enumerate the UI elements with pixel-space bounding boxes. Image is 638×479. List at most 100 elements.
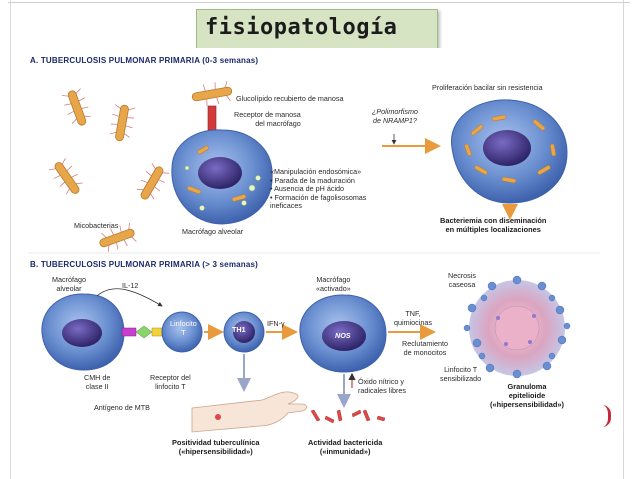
slide-title-box: fisiopatología (196, 9, 438, 49)
label-reclutamiento-line2: de monocitos (403, 347, 447, 357)
label-oxido-line1: Óxido nítrico y (358, 377, 404, 386)
label-polimorfismo-line2: de NRAMP1? (372, 115, 417, 125)
label-macrofago-b-line2: alveolar (56, 283, 82, 293)
activated-macrophage (299, 294, 387, 373)
label-reclutamiento: Reclutamiento de monocitos (402, 339, 448, 357)
label-receptor-manosa: Receptor de manosa del macrófago (234, 110, 301, 128)
label-granuloma-line2: epitelioide (508, 391, 546, 400)
label-positividad-line2: («hipersensibilidad») (178, 447, 253, 456)
slide-title: fisiopatología (205, 15, 398, 40)
label-tnf-line2: quimiocinas (394, 317, 432, 327)
label-linfocito-sens-line2: sensibilizado (440, 373, 482, 383)
section-b-prefix: B. (30, 260, 39, 269)
label-actividad-line1: Actividad bactericida (308, 438, 383, 447)
manipulation-item: • Parada de la maduración (270, 175, 355, 185)
label-necrosis-line2: caseosa (448, 279, 476, 289)
manipulation-item: «Manipulación endosómica» (270, 167, 362, 176)
label-receptor-t-line2: linfocito T (155, 381, 186, 391)
label-granuloma-line3: («hipersensibilidad») (490, 400, 564, 409)
label-macrofago-alveolar-b: Macrófago alveolar (52, 275, 86, 293)
slide-right-rule (623, 0, 624, 479)
mtb-antigen-shape (135, 325, 153, 339)
label-polimorfismo: ¿Polimorfismo de NRAMP1? (372, 107, 418, 125)
manipulation-list: «Manipulación endosómica» • Parada de la… (270, 167, 367, 211)
label-granuloma-line1: Granuloma (507, 382, 547, 391)
label-linfocito-sens-line1: Linfocito T (444, 365, 478, 374)
slide-corner-mark (602, 405, 611, 427)
tuberculin-reaction-spot (215, 414, 221, 420)
label-antigeno: Antígeno de MTB (94, 403, 150, 412)
label-receptor-line2: del macrófago (255, 118, 301, 128)
label-cmh-line1: CMH de (84, 373, 111, 382)
section-b-title: B. TUBERCULOSIS PULMONAR PRIMARIA (> 3 s… (30, 260, 258, 269)
label-nos: NOS (335, 331, 351, 340)
mycobacterium-5 (99, 222, 137, 252)
label-bacteriemia-line1: Bacteriemia con diseminación (440, 216, 547, 225)
section-a-title-text: TUBERCULOSIS PULMONAR PRIMARIA (0-3 sema… (40, 56, 259, 65)
label-oxido: Óxido nítrico y radicales libres (358, 377, 406, 395)
mycobacterium-3 (136, 163, 170, 200)
il12-arrow (96, 288, 163, 307)
label-polimorfismo-line1: ¿Polimorfismo (372, 107, 418, 116)
proliferating-macrophage (451, 99, 568, 204)
tcr-shape (151, 327, 163, 337)
label-il12: IL-12 (122, 281, 139, 290)
label-linfocito-line2: T (181, 327, 186, 337)
label-cmh: CMH de clase II (84, 373, 111, 391)
label-ifn: IFN-γ (267, 319, 285, 328)
label-granuloma: Granuloma epitelioide («hipersensibilida… (490, 382, 564, 409)
label-tnf: TNF, quimiocinas (394, 309, 432, 327)
label-proliferacion: Proliferación bacilar sin resistencia (432, 83, 543, 92)
label-linfocito-sensibilizado: Linfocito T sensibilizado (440, 365, 482, 383)
mycobacterium-2 (109, 104, 135, 142)
label-necrosis: Necrosis caseosa (448, 271, 476, 289)
manipulation-item: • Ausencia de pH ácido (270, 184, 345, 193)
label-linfocito-line1: Linfocito (170, 319, 197, 328)
diagram-graphics (28, 81, 600, 433)
section-a-title: A. TUBERCULOSIS PULMONAR PRIMARIA (0-3 s… (30, 56, 258, 65)
section-b-title-text: TUBERCULOSIS PULMONAR PRIMARIA (> 3 sema… (40, 260, 259, 269)
mycobacterium-4 (49, 158, 83, 195)
killed-bacteria (310, 409, 386, 424)
label-necrosis-line1: Necrosis (448, 271, 476, 280)
label-tnf-line1: TNF, (405, 309, 421, 318)
manipulation-item: ineficaces (270, 201, 302, 210)
label-activado-line1: Macrófago (316, 275, 351, 284)
pathophysiology-figure: A. TUBERCULOSIS PULMONAR PRIMARIA (0-3 s… (22, 48, 606, 468)
alveolar-macrophage-a (171, 129, 273, 225)
label-th1: TH1 (232, 325, 246, 334)
manipulation-item: • Formación de fagolisosomas (270, 192, 367, 202)
label-actividad-line2: («inmunidad») (319, 447, 371, 456)
label-glucolipido: Glucolípido recubierto de manosa (236, 94, 344, 103)
label-activado-line2: «activado» (316, 283, 351, 293)
mycobacteria-cluster (49, 88, 170, 252)
label-receptor-t: Receptor del linfocito T (150, 373, 191, 391)
macrophage-nucleus (198, 157, 242, 189)
label-micobacterias: Micobacterias (74, 221, 119, 230)
label-cmh-line2: clase II (85, 381, 109, 391)
label-positividad-line1: Positividad tuberculínica (172, 438, 260, 447)
label-bacteriemia: Bacteriemia con diseminación en múltiple… (440, 216, 546, 234)
arm-illustration (191, 391, 307, 433)
bacterium-on-receptor (191, 81, 233, 107)
mycobacterium-1 (61, 88, 91, 126)
label-positividad: Positividad tuberculínica («hipersensibi… (172, 438, 259, 456)
granuloma (463, 275, 571, 379)
label-macrofago-b-line1: Macrófago (52, 275, 86, 284)
label-macrofago-activado: Macrófago «activado» (316, 275, 351, 293)
section-a-prefix: A. (30, 56, 39, 65)
alveolar-macrophage-b (41, 293, 125, 371)
label-receptor-t-line1: Receptor del (150, 373, 191, 382)
mhc-class-ii-shape (121, 327, 137, 337)
label-actividad: Actividad bactericida («inmunidad») (308, 438, 382, 456)
label-macrofago-alveolar-a: Macrófago alveolar (182, 227, 244, 236)
slide-left-rule (10, 0, 11, 479)
label-linfocito-t: Linfocito T (170, 319, 197, 337)
label-receptor-line1: Receptor de manosa (234, 110, 301, 119)
t-lymphocyte-cell (161, 311, 203, 353)
label-oxido-line2: radicales libres (358, 385, 406, 395)
slide-top-rule (8, 2, 630, 3)
label-reclutamiento-line1: Reclutamiento (402, 339, 448, 348)
label-bacteriemia-line2: en múltiples localizaciones (445, 225, 541, 234)
mannose-receptor (207, 105, 217, 131)
